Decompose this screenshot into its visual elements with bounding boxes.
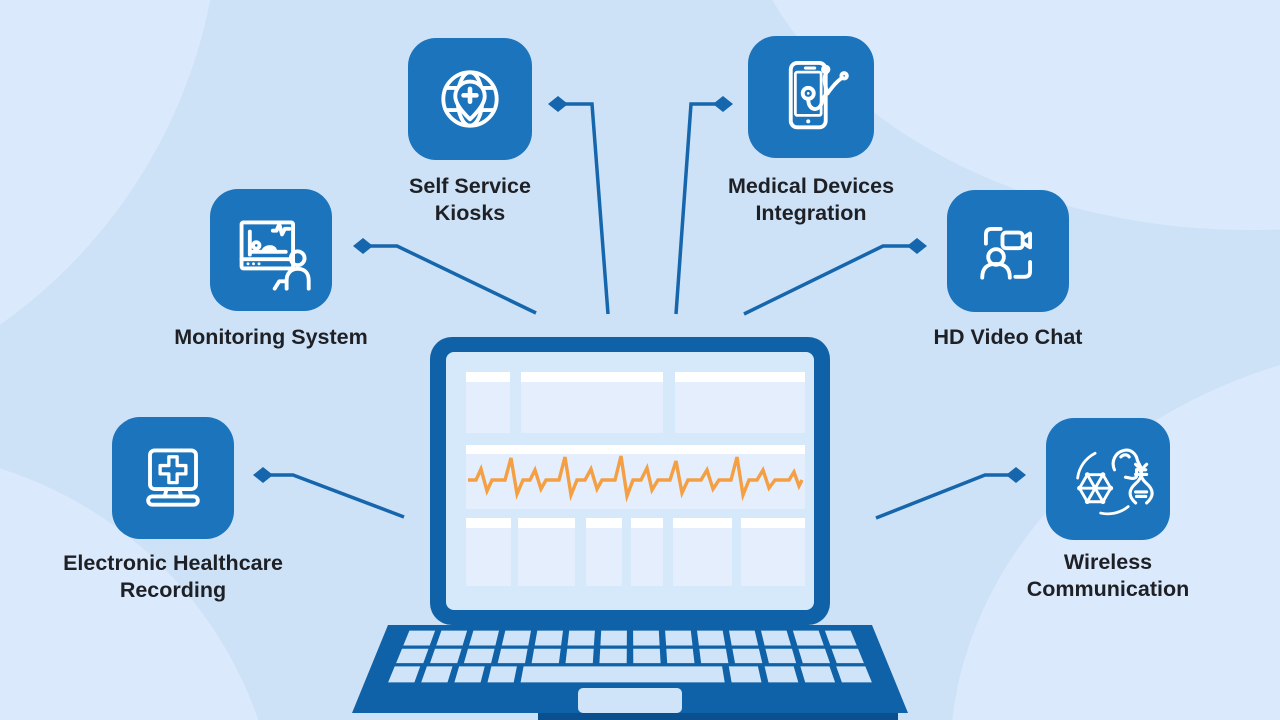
feature-label-line: Recording — [119, 578, 227, 602]
keyboard-key — [831, 648, 864, 664]
keyboard-key — [764, 666, 799, 683]
laptop-keyboard — [388, 630, 872, 683]
connector-wireless-communication — [875, 473, 1014, 520]
medical-computer-icon — [146, 448, 200, 507]
dashboard-bottom-panels — [466, 518, 805, 586]
patient-monitor-icon — [239, 220, 311, 291]
keyboard-key — [824, 630, 857, 646]
feature-label: Wireless Communication — [926, 549, 1280, 603]
keyboard-key — [697, 630, 726, 646]
keyboard-key — [792, 630, 824, 646]
connector-diamond — [713, 96, 733, 112]
keyboard-key — [463, 648, 495, 664]
dashboard-top-panels — [466, 372, 805, 433]
tablet-stethoscope-icon — [788, 61, 849, 130]
connector-electronic-healthcare — [265, 473, 405, 519]
feature-label-line: Electronic Healthcare — [63, 551, 283, 575]
feature-label-line: HD Video Chat — [933, 325, 1083, 349]
feature-label: HD Video Chat — [826, 324, 1190, 351]
laptop-touchpad — [578, 688, 682, 713]
ecg-band — [466, 445, 805, 509]
keyboard-key — [599, 648, 627, 664]
feature-tile — [408, 38, 532, 160]
connector-self-service-kiosks — [560, 102, 610, 315]
keyboard-key — [421, 666, 453, 683]
keyboard-key — [800, 666, 836, 683]
feature-label-line: Monitoring System — [174, 325, 368, 349]
keyboard-key — [565, 648, 594, 664]
feature-label: Monitoring System — [89, 324, 453, 351]
keyboard-key — [430, 648, 462, 664]
keyboard-key — [732, 648, 763, 664]
laptop-base-shadow — [538, 710, 898, 720]
ecg-waveform — [468, 455, 804, 503]
connector-diamond — [353, 238, 373, 254]
feature-tile — [112, 417, 234, 539]
keyboard-key — [600, 630, 627, 646]
keyboard-key — [403, 630, 436, 646]
network-dna-icon — [1076, 448, 1154, 516]
feature-label-line: Integration — [755, 201, 867, 225]
keyboard-key — [633, 648, 661, 664]
keyboard-key — [729, 630, 759, 646]
keyboard-key — [497, 648, 528, 664]
keyboard-key — [501, 630, 531, 646]
connector-diamond — [253, 467, 273, 483]
connector-diamond — [1006, 467, 1026, 483]
feature-label-line: Communication — [1026, 577, 1190, 601]
keyboard-key — [665, 630, 693, 646]
connector-diamond — [907, 238, 927, 254]
keyboard-key — [396, 648, 429, 664]
connector-diamond — [548, 96, 568, 112]
keyboard-key — [666, 648, 695, 664]
feature-tile — [1046, 418, 1170, 540]
keyboard-key — [487, 666, 517, 683]
feature-label: Self Service Kiosks — [288, 173, 652, 227]
keyboard-key — [520, 666, 725, 683]
keyboard-key — [531, 648, 561, 664]
feature-tile — [748, 36, 874, 158]
feature-tile — [210, 189, 332, 311]
feature-label-line: Kiosks — [434, 201, 506, 225]
keyboard-key — [633, 630, 660, 646]
keyboard-key — [728, 666, 762, 683]
connector-monitoring-system — [365, 244, 537, 315]
keyboard-key — [388, 666, 421, 683]
laptop-illustration — [352, 337, 908, 720]
globe-health-pin-icon — [441, 70, 499, 128]
keyboard-key — [436, 630, 468, 646]
feature-label: Medical Devices Integration — [629, 173, 993, 227]
feature-tile — [947, 190, 1069, 312]
keyboard-key — [761, 630, 791, 646]
keyboard-key — [798, 648, 830, 664]
keyboard-key — [765, 648, 797, 664]
keyboard-key — [836, 666, 872, 683]
keyboard-key — [454, 666, 485, 683]
feature-label-line: Wireless — [1063, 550, 1153, 574]
connector-medical-devices — [674, 102, 721, 315]
keyboard-key — [469, 630, 499, 646]
feature-label-line: Medical Devices — [727, 174, 895, 198]
keyboard-key — [534, 630, 563, 646]
video-chat-icon — [980, 226, 1033, 280]
keyboard-key — [699, 648, 729, 664]
feature-label: Electronic Healthcare Recording — [0, 550, 355, 604]
keyboard-key — [567, 630, 595, 646]
connector-hd-video-chat — [743, 244, 915, 316]
feature-label-line: Self Service — [409, 174, 531, 198]
